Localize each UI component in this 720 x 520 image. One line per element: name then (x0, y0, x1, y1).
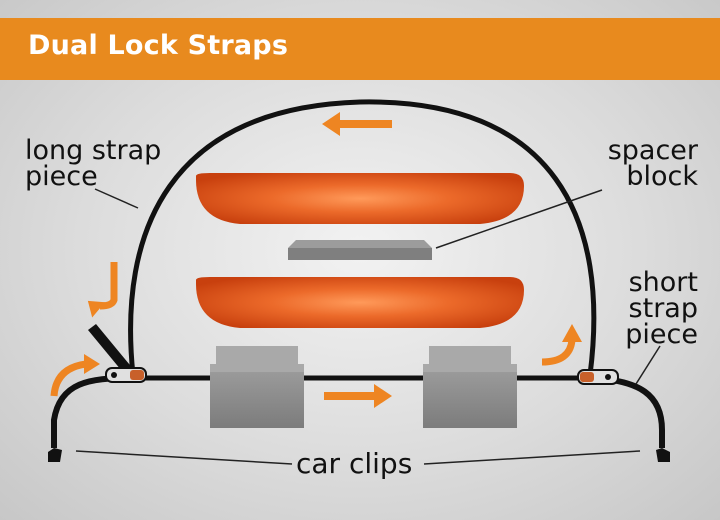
strap-tail (88, 324, 134, 376)
arrow-curved-icon (50, 360, 87, 397)
surfboard-bottom (196, 277, 524, 328)
label-line: short (628, 267, 698, 298)
arrow-left-icon (322, 112, 392, 136)
foam-block-left (210, 346, 304, 428)
arrow-curved-head (562, 324, 582, 342)
arrow-curved-icon (99, 262, 118, 310)
left-strap-end (51, 375, 131, 448)
leader-line-spacer (435, 189, 603, 249)
arrow-curved-icon (541, 339, 576, 366)
strap-illustration (48, 99, 670, 465)
long-strap (128, 99, 597, 376)
foam-block-right (423, 346, 517, 428)
label-car-clips: car clips (296, 447, 413, 480)
label-line: piece (625, 319, 698, 350)
arrow-curved-head (87, 300, 106, 318)
leader-line-long-strap (94, 188, 139, 209)
label-line: long strap (25, 135, 162, 166)
leader-line-clip-right (423, 450, 641, 465)
buckle-icon (577, 369, 619, 385)
label-spacer-block: spacer block (607, 135, 698, 192)
arrow-right-icon (324, 384, 392, 408)
car-clip-icon (656, 448, 670, 462)
arrow-curved-head (84, 354, 100, 374)
diagram-title: Dual Lock Straps (28, 30, 289, 61)
surfboard-top (196, 173, 524, 224)
label-line: block (626, 161, 698, 192)
buckle-icon (105, 367, 147, 383)
label-line: spacer (607, 135, 698, 166)
label-long-strap-piece: long strap piece (25, 135, 162, 192)
label-line: piece (25, 161, 98, 192)
title-bar: Dual Lock Straps (0, 18, 720, 80)
car-clip-icon (48, 448, 62, 462)
spacer-block (288, 248, 432, 260)
leader-line-clip-left (75, 450, 293, 465)
label-line: strap (628, 293, 698, 324)
leader-line-short-strap (635, 345, 661, 385)
right-strap-end (589, 375, 665, 448)
label-short-strap-piece: short strap piece (625, 267, 698, 350)
spacer-block-top (288, 240, 432, 248)
